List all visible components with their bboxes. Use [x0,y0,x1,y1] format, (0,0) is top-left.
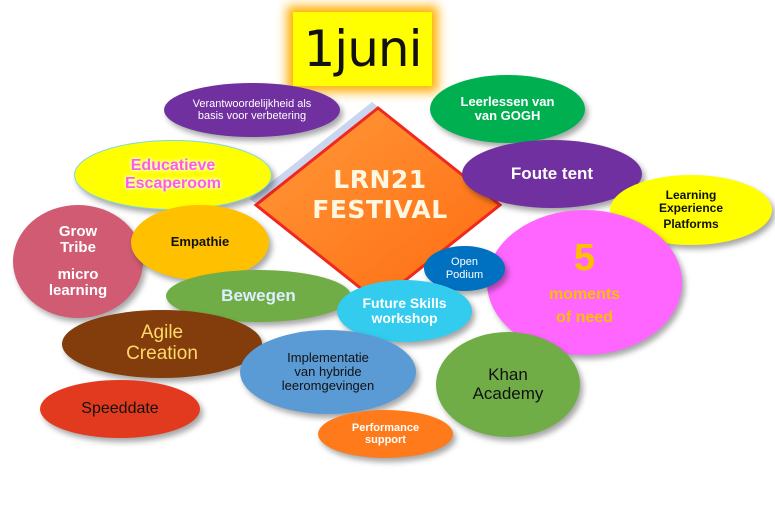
bubble-implementatie-line3: leeromgevingen [281,378,375,394]
bubble-performance-line1: Performance [351,421,420,434]
bubble-open-podium-line2: Podium [445,268,484,281]
bubble-agile: Agile Creation [62,310,262,378]
bubble-five-moments-number: 5 [573,237,596,279]
bubble-verantwoordelijkheid-line2: basis voor verbetering [197,110,307,122]
bubble-leerlessen: Leerlessen van van GOGH [430,75,585,143]
bubble-verantwoordelijkheid-line1: Verantwoordelijkheid als [192,97,312,110]
bubble-open-podium-line1: Open [451,256,478,269]
bubble-khan: Khan Academy [436,332,580,437]
bubble-future-skills-line1: Future Skills [362,294,447,311]
center-title: LRN21 FESTIVAL [300,165,460,225]
bubble-implementatie-line1: Implementatie [287,349,369,365]
bubble-lxp-line3: Platforms [663,217,719,232]
center-title-line2: FESTIVAL [312,195,448,224]
bubble-speeddate-line1: Speeddate [81,400,159,418]
bubble-verantwoordelijkheid: Verantwoordelijkheid als basis voor verb… [164,83,340,137]
date-label: 1juni [293,12,432,86]
bubble-agile-line1: Agile [140,322,184,344]
bubble-bewegen-line1: Bewegen [221,285,296,305]
bubble-foute-tent: Foute tent [462,140,642,208]
bubble-grow-tribe-line3: micro [57,265,99,283]
bubble-foute-tent-line1: Foute tent [510,163,594,183]
bubble-five-moments-line2: moments [548,285,621,303]
bubble-leerlessen-line1: Leerlessen van [460,93,555,109]
bubble-grow-tribe-line2: Tribe [60,239,96,256]
bubble-agile-line2: Creation [126,343,198,364]
bubble-escaperoom: Educatieve Escaperoom [74,140,272,210]
bubble-khan-line2: Academy [472,383,544,403]
bubble-escaperoom-line1: Educatieve [130,157,216,175]
bubble-open-podium: Open Podium [424,246,505,291]
center-title-line1: LRN21 [333,165,427,194]
bubble-leerlessen-line2: van GOGH [474,108,541,123]
bubble-grow-tribe-line4: learning [48,282,108,299]
bubble-future-skills-line2: workshop [371,310,438,326]
bubble-lxp-line2: Experience [658,200,724,215]
bubble-grow-tribe-line1: Grow [58,222,98,240]
bubble-performance-line2: support [365,434,406,446]
bubble-speeddate: Speeddate [40,380,200,438]
bubble-implementatie: Implementatie van hybride leeromgevingen [240,330,416,414]
bubble-khan-line1: Khan [488,364,528,384]
bubble-empathie-line1: Empathie [170,234,230,250]
bubble-five-moments-line3: of need [556,309,613,327]
bubble-lxp-line1: Learning [665,187,717,202]
bubble-five-moments: 5 moments of need [487,210,682,355]
bubble-empathie: Empathie [131,205,269,280]
bubble-implementatie-line2: van hybride [294,363,362,379]
bubble-escaperoom-line2: Escaperoom [124,175,222,192]
bubble-grow-tribe: Grow Tribe micro learning [13,205,143,318]
bubble-performance: Performance support [318,410,453,458]
bubble-future-skills: Future Skills workshop [337,280,472,342]
